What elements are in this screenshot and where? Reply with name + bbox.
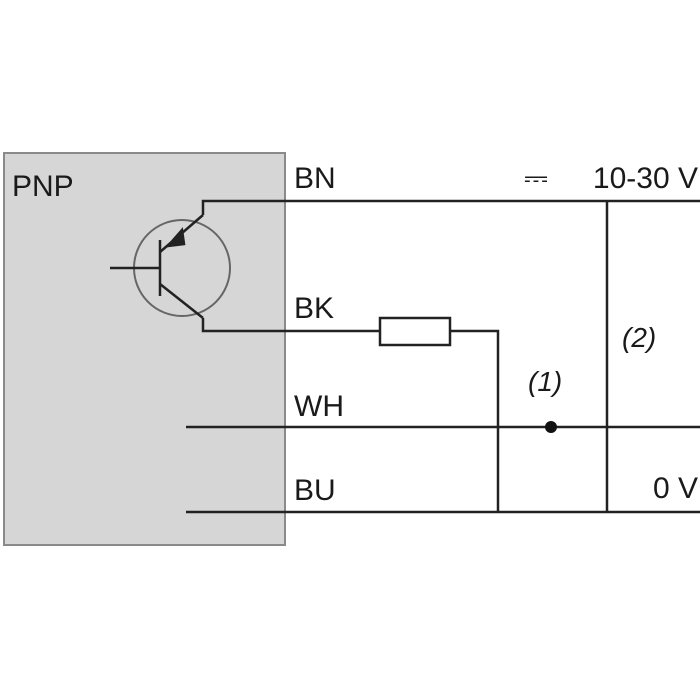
note-1: (1): [528, 366, 562, 397]
supply-negative-label: 0 V: [653, 472, 698, 505]
supply-positive-label: 10-30 V: [593, 162, 698, 195]
junction-dot: [545, 421, 557, 433]
wire-label-bn: BN: [294, 162, 336, 195]
sensor-type-label: PNP: [12, 170, 74, 203]
wire-label-bu: BU: [294, 474, 336, 507]
dc-symbol: ⎓: [524, 162, 548, 195]
sensor-housing: [3, 152, 286, 546]
note-2: (2): [622, 322, 656, 353]
load-resistor: [378, 316, 452, 347]
pnp-transistor-symbol: [110, 214, 231, 319]
wire-label-bk: BK: [294, 292, 334, 325]
external-wiring: [186, 199, 700, 514]
wire-bk-load-out: [450, 329, 500, 512]
wire-label-wh: WH: [294, 390, 344, 423]
internal-wiring: [201, 199, 285, 333]
